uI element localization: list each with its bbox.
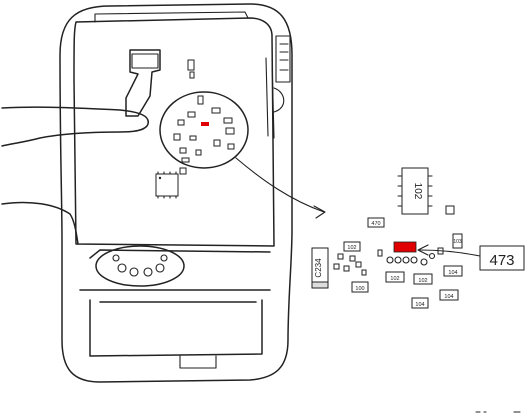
holding-hand-lower [1, 201, 79, 245]
small-ic-pin1 [158, 176, 162, 180]
svg-text:103: 103 [453, 239, 462, 245]
pcb-board-outline [73, 17, 275, 247]
svg-text:102: 102 [390, 276, 399, 282]
side-connector [275, 35, 291, 83]
small-ic-legs [157, 171, 177, 199]
smd-component: 102 [343, 241, 361, 252]
ic-marking-label: 102 [412, 183, 423, 200]
callout-arrow [419, 249, 481, 257]
smd-component: 104 [443, 265, 463, 277]
zoom-pointer-arrow [235, 157, 325, 213]
capacitor-band [311, 281, 329, 289]
flex-cable-connector [131, 53, 159, 69]
speaker-holes [112, 254, 168, 277]
pcb-top-edge [94, 11, 249, 23]
zoom-pointer-arrowhead [313, 205, 326, 219]
svg-text:104: 104 [448, 270, 457, 276]
svg-text:100: 100 [355, 286, 364, 292]
smd-component: 104 [411, 297, 429, 309]
smd-component: 104 [439, 289, 459, 301]
target-component-small [201, 122, 209, 126]
callout-value-label: 473 [489, 252, 514, 269]
pcb-component [187, 59, 195, 71]
callout-arrowhead [417, 244, 429, 256]
svg-text:470: 470 [371, 221, 380, 227]
zoom-circle [159, 91, 249, 169]
side-bump [273, 87, 285, 113]
lower-frame [79, 249, 271, 357]
smd-component: 470 [367, 217, 385, 228]
pcb-component [179, 167, 187, 175]
small-ic [155, 173, 179, 197]
smd-component: 102 [385, 271, 405, 283]
svg-text:104: 104 [444, 294, 453, 300]
smd-components: 470 102 102 102 104 104 100 104 [343, 217, 463, 309]
phone-body-outline [59, 3, 293, 383]
target-component [393, 241, 417, 253]
pcb-component [189, 71, 195, 79]
svg-text:102: 102 [418, 278, 427, 284]
svg-text:102: 102 [347, 245, 356, 251]
holding-hand-upper [1, 106, 149, 147]
svg-text:104: 104 [415, 302, 424, 308]
zoom-ic [401, 167, 429, 215]
speaker-ring [95, 245, 185, 287]
zoom-components [173, 95, 235, 163]
side-rail [265, 57, 275, 139]
zoom-ic-legs [397, 175, 433, 207]
smd-component: 103 [452, 233, 463, 249]
bottom-connector [179, 355, 217, 369]
smd-component: 102 [413, 273, 433, 285]
flex-cable [125, 49, 161, 117]
capacitor-marking-label: C234 [314, 258, 323, 278]
smd-component: 100 [351, 281, 369, 293]
pads [333, 205, 455, 276]
callout-box [479, 245, 525, 271]
